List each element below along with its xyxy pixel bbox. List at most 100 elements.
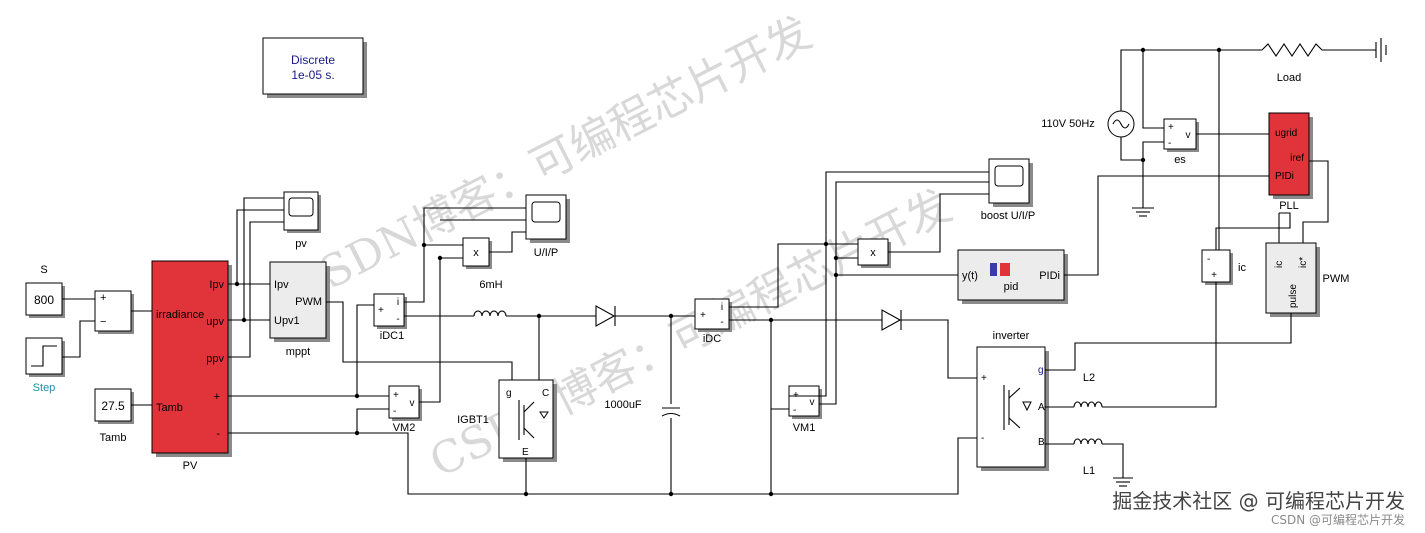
scope-icon xyxy=(994,165,1024,187)
junction-dots xyxy=(234,47,1222,497)
pv-port-irradiance: irradiance xyxy=(156,309,204,321)
pv-block[interactable]: irradiance Tamb Ipv upv ppv + - xyxy=(151,260,232,457)
pid-block[interactable]: y(t) PIDi xyxy=(957,249,1068,304)
svg-text:g: g xyxy=(1038,365,1044,376)
svg-text:C: C xyxy=(542,388,549,399)
es-label: es xyxy=(1174,154,1186,166)
pwm-port-ic-star: ic* xyxy=(1298,257,1309,268)
pll-port-pidi: PIDi xyxy=(1275,171,1294,182)
pwm-block[interactable]: ic ic* pulse xyxy=(1265,242,1320,317)
svg-text:+: + xyxy=(378,305,384,316)
step-block[interactable] xyxy=(25,337,65,377)
uip-scope[interactable] xyxy=(525,194,570,243)
pid-label: pid xyxy=(1004,281,1019,293)
inverter-bridge[interactable]: + - g A B xyxy=(976,346,1049,471)
source-label: 110V 50Hz xyxy=(1041,118,1095,130)
svg-text:E: E xyxy=(522,447,529,458)
scope-icon xyxy=(531,201,561,223)
pv-label: PV xyxy=(183,460,198,472)
vm2-voltage-sensor[interactable]: + - v xyxy=(388,385,422,421)
pll-label: PLL xyxy=(1279,200,1299,212)
vm1-voltage-sensor[interactable]: + - v xyxy=(788,385,822,419)
svg-text:−: − xyxy=(100,316,106,328)
pv-scope-label: pv xyxy=(295,238,307,250)
product-block-2[interactable]: x xyxy=(857,238,891,268)
inductor-l2[interactable] xyxy=(1073,401,1103,408)
pv-port-plus: + xyxy=(214,391,220,403)
mppt-label: mppt xyxy=(286,346,310,358)
ic-current-sensor[interactable]: - + xyxy=(1201,249,1233,285)
pwm-label: PWM xyxy=(1323,273,1350,285)
svg-text:-: - xyxy=(720,317,723,328)
l1-label: L1 xyxy=(1083,465,1095,477)
igbt1-switch[interactable]: g C E xyxy=(498,379,557,462)
svg-text:+: + xyxy=(1211,270,1217,281)
boost-scope[interactable] xyxy=(988,158,1033,207)
s-value: 800 xyxy=(34,293,54,307)
ground-symbol-source xyxy=(1132,192,1154,217)
mppt-port-ipv: Ipv xyxy=(274,279,289,291)
solver-line2: 1e-05 s. xyxy=(291,68,334,82)
svg-text:-: - xyxy=(1207,254,1210,265)
pv-port-minus: - xyxy=(216,428,220,440)
powergui-solver-block[interactable]: Discrete 1e-05 s. xyxy=(262,37,367,98)
diode-boost[interactable] xyxy=(595,305,616,327)
ac-voltage-source[interactable] xyxy=(1107,110,1135,138)
tamb-constant-block[interactable]: 27.5 xyxy=(94,388,134,424)
svg-text:-: - xyxy=(981,433,984,444)
tamb-value: 27.5 xyxy=(101,399,125,413)
pll-block[interactable]: ugrid iref PIDi xyxy=(1268,112,1313,199)
wiring xyxy=(62,49,1376,495)
inductor-6mh[interactable] xyxy=(473,310,507,317)
s-constant-block[interactable]: 800 xyxy=(25,282,65,318)
sum-block[interactable]: + − xyxy=(94,290,134,334)
vm1-label: VM1 xyxy=(793,422,816,434)
svg-text:+: + xyxy=(1168,122,1174,133)
svg-text:-: - xyxy=(396,314,399,325)
footer-credit: 掘金技术社区 @ 可编程芯片开发 xyxy=(1112,489,1405,513)
pv-port-ipv: Ipv xyxy=(209,279,224,291)
svg-text:i: i xyxy=(397,297,399,308)
capacitor-1000uf[interactable] xyxy=(661,407,681,417)
diode-inverter[interactable] xyxy=(881,309,902,331)
igbt1-label: IGBT1 xyxy=(457,414,489,426)
idc1-label: iDC1 xyxy=(380,330,404,342)
inverter-label: inverter xyxy=(993,330,1030,342)
mppt-block[interactable]: Ipv Upv1 PWM xyxy=(269,261,330,342)
footer-sub-credit: CSDN @可编程芯片开发 xyxy=(1271,512,1405,527)
svg-text:+: + xyxy=(393,390,399,401)
svg-text:x: x xyxy=(473,247,479,259)
pv-scope[interactable] xyxy=(283,191,321,233)
mppt-port-pwm: PWM xyxy=(295,296,322,308)
step-icon xyxy=(31,345,57,367)
svg-text:g: g xyxy=(506,388,512,399)
svg-text:i: i xyxy=(721,302,723,313)
pv-port-upv: upv xyxy=(206,316,224,328)
idc1-current-sensor[interactable]: + i - xyxy=(373,293,407,329)
svg-text:B: B xyxy=(1038,437,1045,448)
ground-symbol-load xyxy=(1375,38,1387,62)
pv-port-ppv: ppv xyxy=(206,353,224,365)
inductor-l1[interactable] xyxy=(1073,438,1103,445)
pwm-port-ic: ic xyxy=(1274,261,1285,268)
scope-icon xyxy=(288,197,314,217)
product-block-1[interactable]: x xyxy=(462,237,492,269)
pll-port-ugrid: ugrid xyxy=(1275,128,1297,139)
load-label: Load xyxy=(1277,72,1301,84)
pwm-port-pulse: pulse xyxy=(1288,284,1299,308)
ground-symbol-l1 xyxy=(1113,460,1133,487)
idc-current-sensor[interactable]: + i - xyxy=(694,298,732,332)
svg-text:A: A xyxy=(1038,402,1045,413)
capacitor-label: 1000uF xyxy=(604,399,642,411)
svg-text:-: - xyxy=(793,405,796,416)
pv-port-tamb: Tamb xyxy=(156,402,183,414)
svg-text:+: + xyxy=(981,373,987,384)
idc-label: iDC xyxy=(703,333,721,345)
es-voltage-sensor[interactable]: + - v xyxy=(1163,118,1199,152)
load-resistor[interactable] xyxy=(1261,43,1323,57)
pll-port-iref: iref xyxy=(1290,153,1304,164)
svg-text:-: - xyxy=(393,406,396,417)
step-label: Step xyxy=(33,382,56,394)
svg-text:+: + xyxy=(700,310,706,321)
